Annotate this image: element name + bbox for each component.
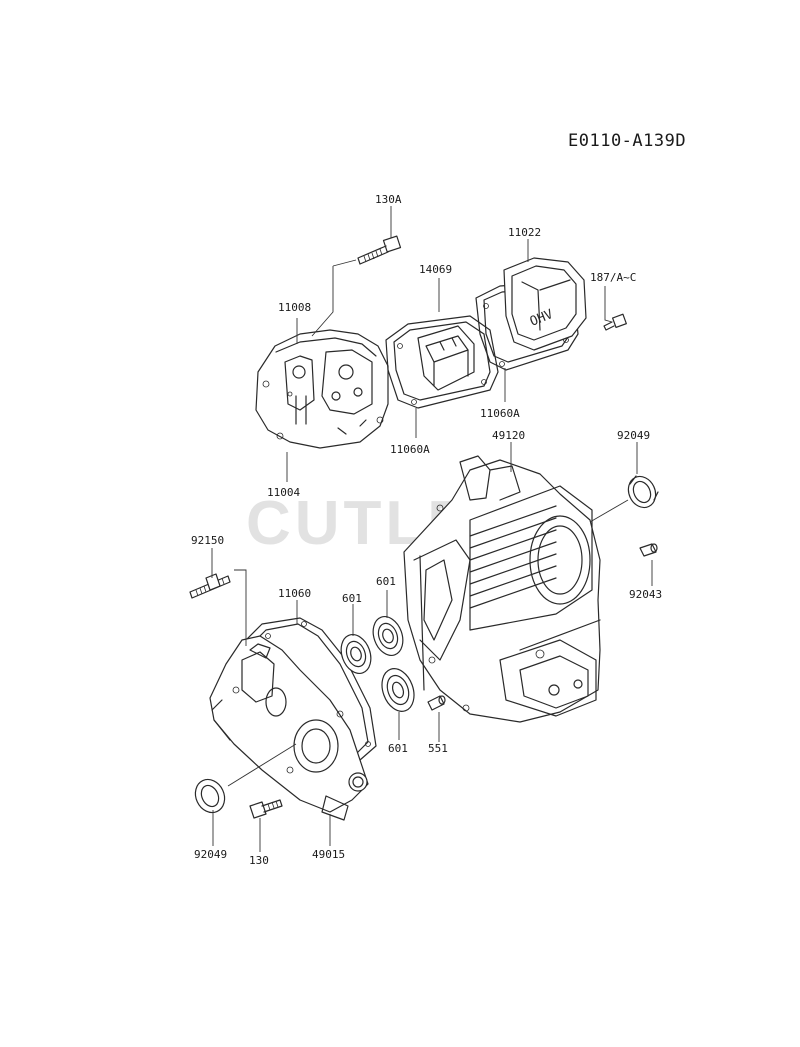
part-label-11004[interactable]: 11004	[267, 486, 301, 499]
part-label-14069[interactable]: 14069	[419, 263, 453, 276]
part-label-11060a-right[interactable]: 11060A	[480, 407, 520, 420]
bolt-187ac[interactable]	[603, 313, 627, 331]
part-label-130[interactable]: 130	[249, 854, 269, 867]
stud-92150[interactable]	[189, 573, 231, 599]
bearing-601-top[interactable]	[336, 630, 376, 677]
part-label-187ac[interactable]: 187/A~C	[590, 271, 637, 284]
valve-cover-11022[interactable]: OHV	[503, 257, 587, 351]
drawing-code: E0110-A139D	[568, 131, 687, 151]
part-label-11022[interactable]: 11022	[508, 226, 542, 239]
part-label-601-top[interactable]: 601	[342, 592, 362, 605]
dowel-pin-551[interactable]	[427, 695, 446, 711]
cylinder-head-11008[interactable]	[255, 329, 389, 449]
cylinder-block-49120[interactable]	[403, 455, 601, 723]
rocker-plate-14069[interactable]	[417, 325, 475, 391]
part-label-551[interactable]: 551	[428, 742, 448, 755]
part-label-601-bottom[interactable]: 601	[388, 742, 408, 755]
crankcase-cover-49015[interactable]	[209, 635, 369, 821]
bolt-130a[interactable]	[357, 235, 402, 265]
part-label-92150[interactable]: 92150	[191, 534, 225, 547]
part-label-49120[interactable]: 49120	[492, 429, 526, 442]
head-gasket-11060a[interactable]	[385, 315, 499, 409]
bearing-601-bottom[interactable]	[376, 664, 419, 716]
bolt-130[interactable]	[249, 799, 283, 819]
dowel-pin-92043[interactable]	[639, 543, 658, 557]
part-label-92049-top[interactable]: 92049	[617, 429, 651, 442]
part-label-601-mid[interactable]: 601	[376, 575, 396, 588]
leader-lines	[211, 206, 653, 852]
bearing-601-mid[interactable]	[368, 612, 408, 659]
part-label-92043[interactable]: 92043	[629, 588, 663, 601]
part-label-49015[interactable]: 49015	[312, 848, 346, 861]
oil-seal-92049-top[interactable]	[623, 472, 660, 512]
part-label-11008[interactable]: 11008	[278, 301, 312, 314]
part-label-11060[interactable]: 11060	[278, 587, 312, 600]
part-label-92049-bottom[interactable]: 92049	[194, 848, 228, 861]
part-label-130a[interactable]: 130A	[375, 193, 402, 206]
part-label-11060a-left[interactable]: 11060A	[390, 443, 430, 456]
oil-seal-92049-bottom[interactable]	[190, 775, 230, 818]
